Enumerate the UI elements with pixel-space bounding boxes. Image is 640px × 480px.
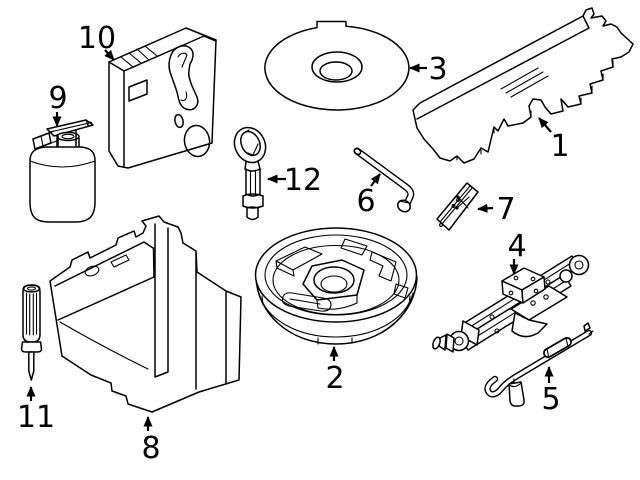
callout-3-number[interactable]: 3 [428,52,447,87]
callout-7[interactable]: 7 [477,192,516,227]
callout-11-number[interactable]: 11 [17,400,55,435]
callout-9-number[interactable]: 9 [48,81,67,116]
callout-10-number[interactable]: 10 [78,21,116,56]
part-foam-block-drawing [108,27,217,169]
callout-7-number[interactable]: 7 [496,192,515,227]
callout-1[interactable]: 1 [538,117,570,164]
part-storage-tray-drawing [412,7,634,164]
callout-6[interactable]: 6 [356,173,381,219]
callout-8-number[interactable]: 8 [141,431,160,466]
part-jack-handle-drawing [484,322,594,407]
callout-1-number[interactable]: 1 [550,129,569,164]
callout-7-arrow [477,203,494,213]
callout-5[interactable]: 5 [541,366,561,417]
callout-1-arrow [538,117,552,133]
part-spare-wheel-insert-drawing [254,227,418,345]
callout-9[interactable]: 9 [48,81,68,127]
callout-4[interactable]: 4 [507,229,527,275]
part-tool-storage-box-drawing [49,215,242,413]
callout-12-number[interactable]: 12 [284,163,322,198]
callout-10-arrow [104,49,115,61]
part-warning-label-bracket-drawing [436,182,479,231]
callout-4-number[interactable]: 4 [507,229,526,264]
part-sealant-canister-drawing [29,119,96,223]
callout-12[interactable]: 12 [267,163,322,198]
callout-2[interactable]: 2 [325,346,345,396]
part-lug-wrench-drawing [353,147,415,213]
callout-3[interactable]: 3 [409,52,448,87]
callout-6-number[interactable]: 6 [356,184,375,219]
callout-6-arrow [370,173,381,187]
part-spare-wheel-cover-drawing [264,20,410,111]
callout-5-number[interactable]: 5 [541,382,560,417]
part-screwdriver-drawing [20,284,43,381]
callout-2-number[interactable]: 2 [325,361,344,396]
part-scissor-jack-drawing [432,254,590,353]
callout-11[interactable]: 11 [17,386,55,435]
part-tow-hook-drawing [233,126,267,221]
callout-8[interactable]: 8 [141,416,161,466]
callout-10[interactable]: 10 [78,21,116,61]
